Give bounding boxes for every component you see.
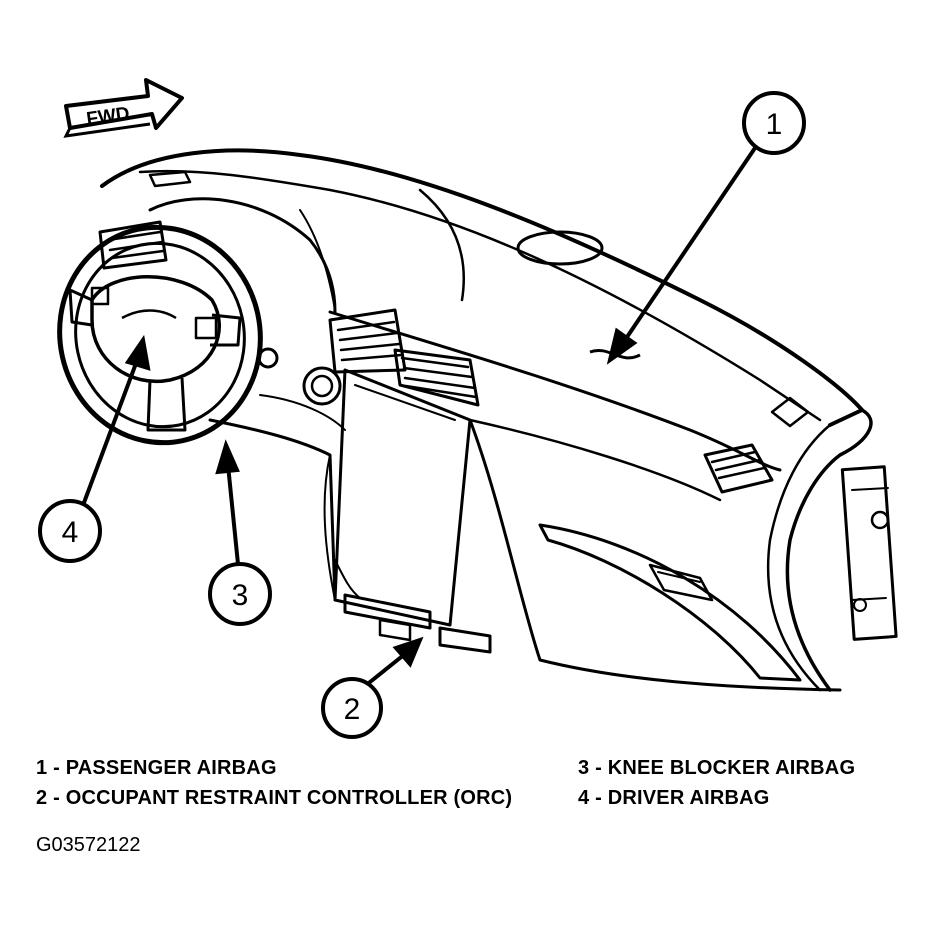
callout-4-number: 4 [62, 516, 79, 549]
legend-item-1: 1 - PASSENGER AIRBAG [36, 757, 277, 779]
callout-2-arrowhead [392, 636, 424, 668]
callout-4: 4 [38, 499, 102, 563]
fwd-arrow: FWD [63, 78, 184, 138]
steering-wheel [57, 224, 263, 446]
callout-3-arrowhead [215, 439, 240, 475]
legend-item-2: 2 - OCCUPANT RESTRAINT CONTROLLER (ORC) [36, 787, 513, 809]
callout-3: 3 [208, 562, 272, 626]
legend-item-3: 3 - KNEE BLOCKER AIRBAG [578, 757, 856, 779]
legend-item-4: 4 - DRIVER AIRBAG [578, 787, 770, 809]
callout-2: 2 [321, 677, 383, 739]
leader-lines [80, 146, 757, 688]
callout-1-number: 1 [766, 108, 783, 141]
callout-3-number: 3 [232, 579, 249, 612]
callout-1: 1 [742, 91, 806, 155]
figure-code: G03572122 [36, 834, 141, 856]
callout-4-arrowhead [124, 334, 151, 371]
callout-2-number: 2 [344, 693, 361, 726]
instrument-panel [98, 148, 898, 692]
callout-1-arrowhead [606, 327, 638, 365]
